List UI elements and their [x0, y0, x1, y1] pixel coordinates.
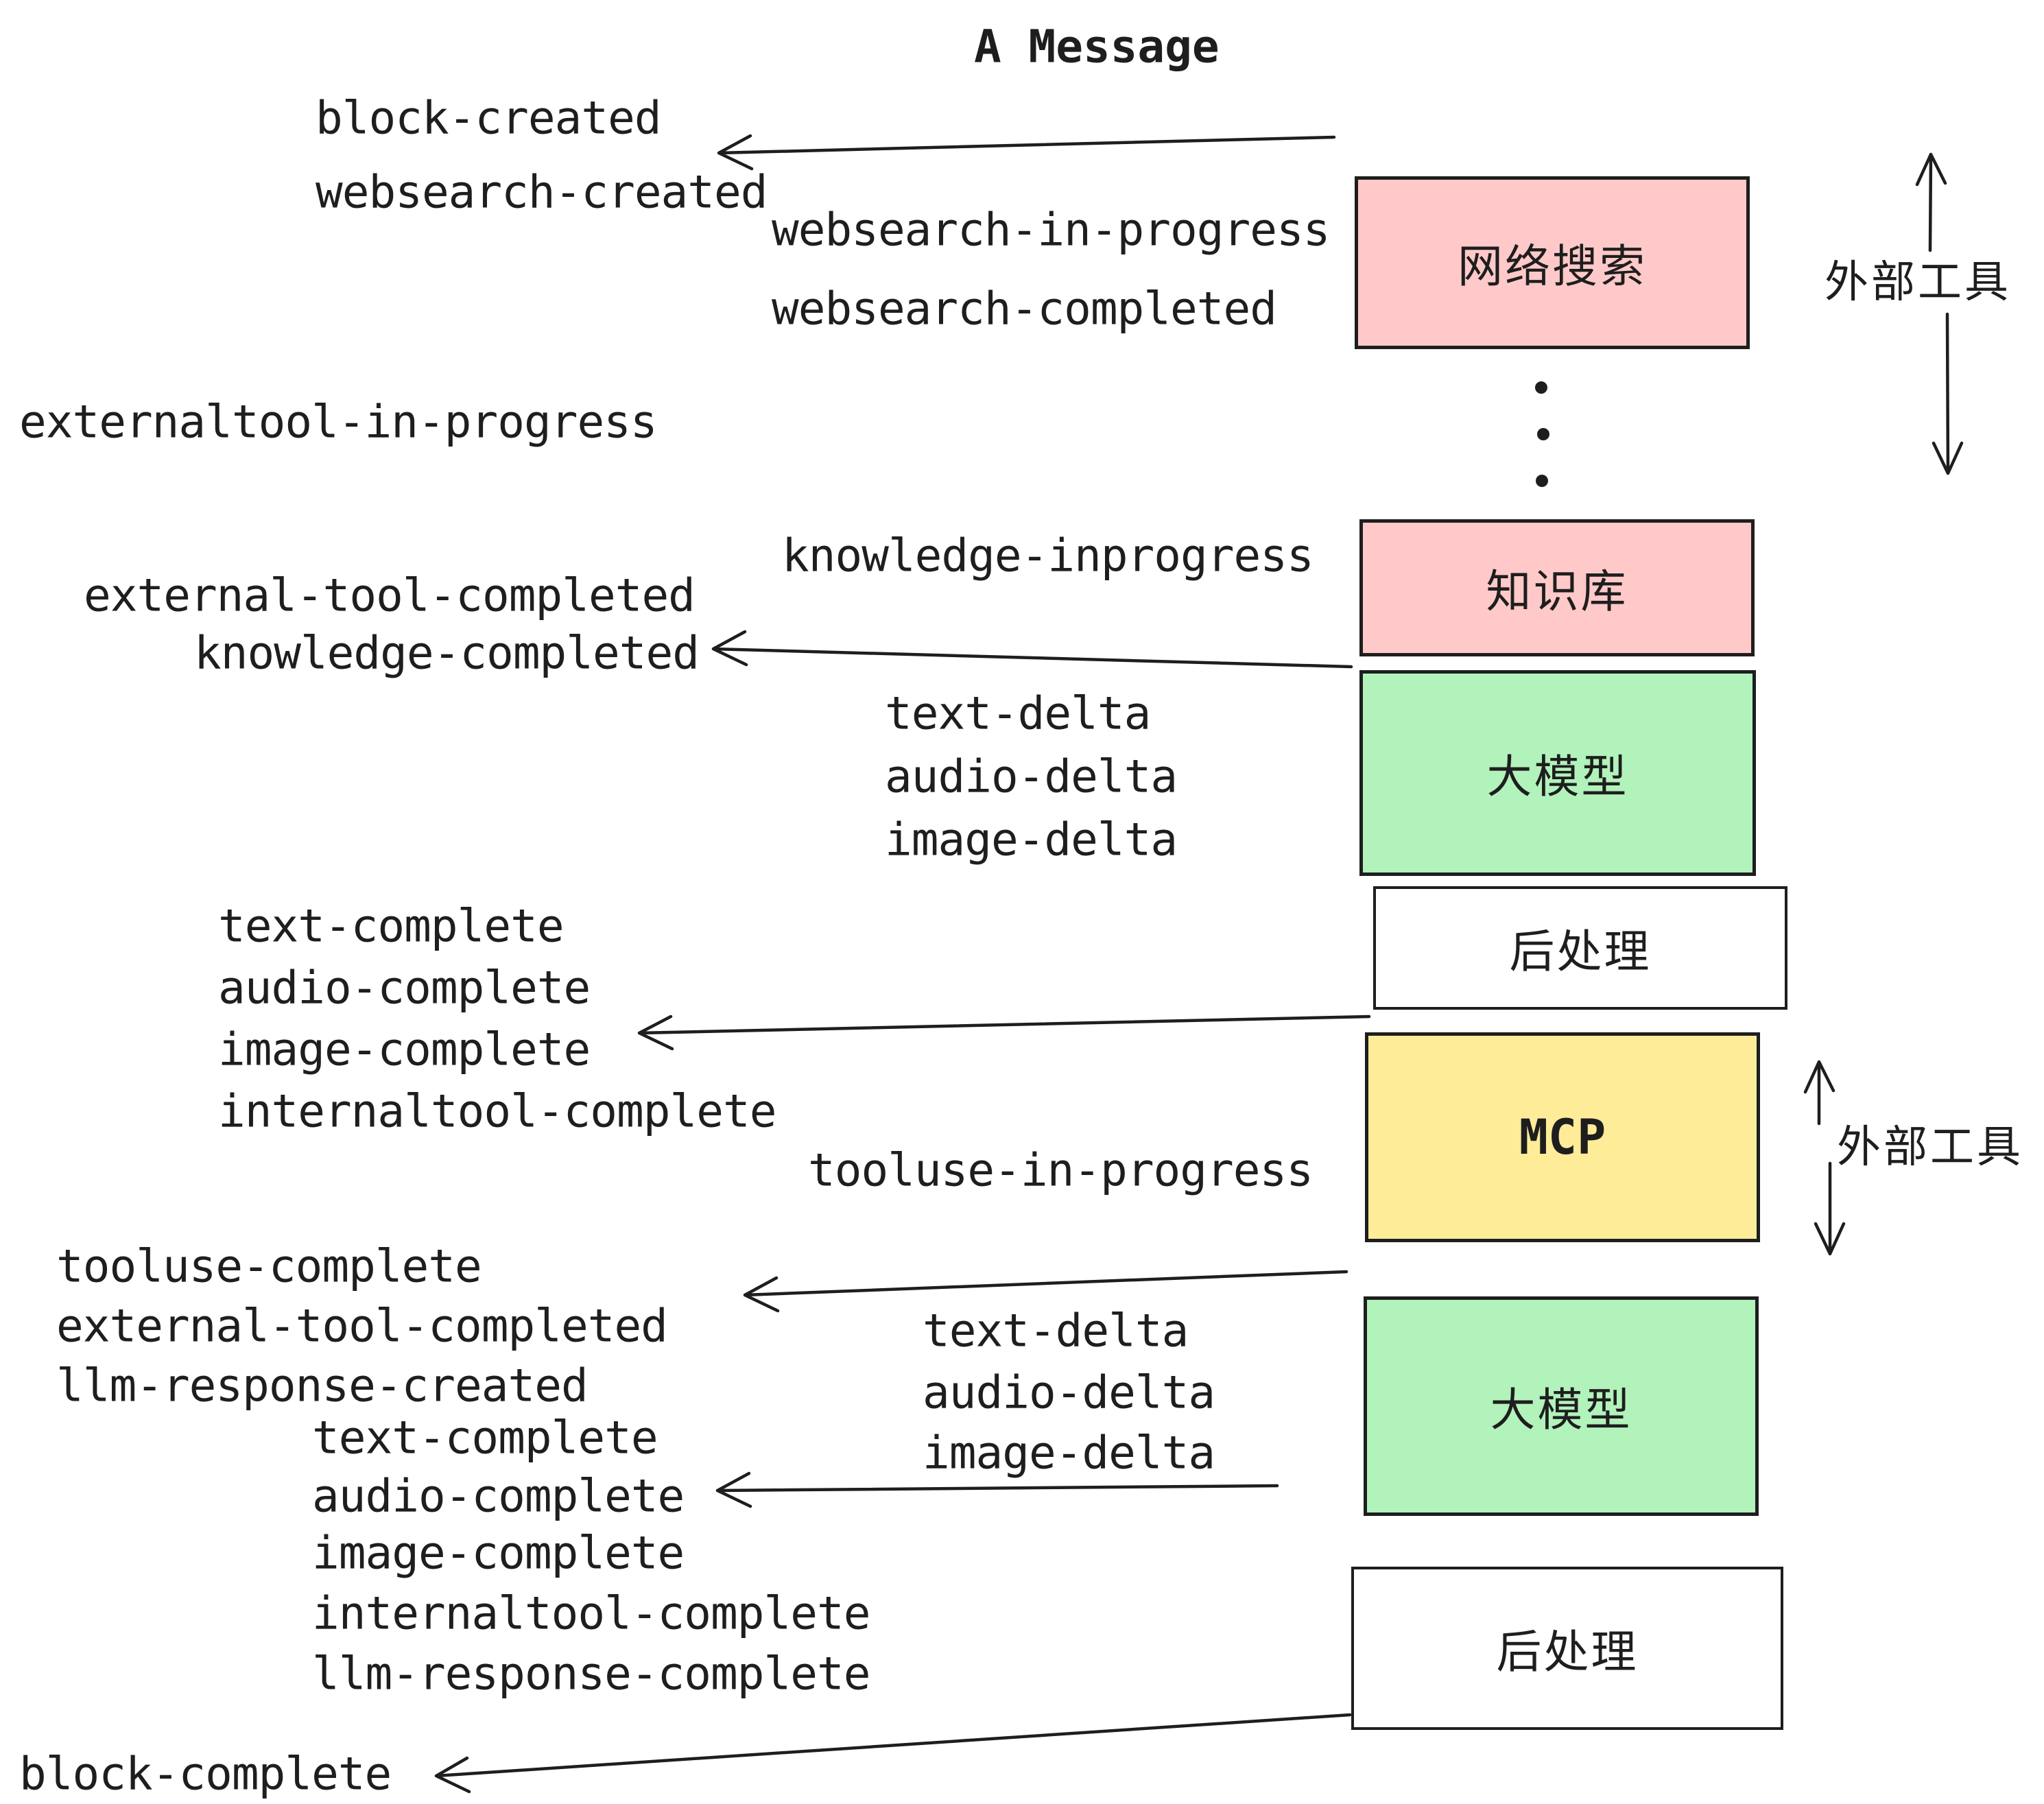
event-internaltool-complete-2: internaltool-complete — [312, 1587, 870, 1640]
arrow-llm1-to-complete — [637, 1014, 1371, 1051]
event-tooluse-in-progress: tooluse-in-progress — [808, 1143, 1314, 1197]
box-websearch: 网络搜索 — [1355, 176, 1750, 349]
ellipsis-dot-3 — [1536, 475, 1548, 487]
event-text-delta-1: text-delta — [885, 687, 1151, 740]
event-audio-delta-2: audio-delta — [923, 1366, 1215, 1419]
ellipsis-dot-1 — [1535, 381, 1547, 394]
arrow-external-tools-1-down — [1932, 312, 1964, 475]
box-llm-1: 大模型 — [1359, 670, 1756, 876]
event-text-complete-1: text-complete — [218, 899, 565, 953]
event-internaltool-complete-1: internaltool-complete — [218, 1084, 776, 1138]
event-text-complete-2: text-complete — [312, 1411, 658, 1464]
event-externaltool-in-progress: externaltool-in-progress — [19, 395, 658, 449]
box-llm-2: 大模型 — [1364, 1296, 1759, 1516]
diagram-title: A Message — [974, 20, 1220, 73]
event-block-created: block-created — [316, 91, 662, 145]
box-postprocess-1: 后处理 — [1373, 886, 1787, 1010]
event-llm-response-created: llm-response-created — [56, 1359, 589, 1412]
event-knowledge-completed: knowledge-completed — [194, 626, 700, 680]
event-knowledge-inprogress: knowledge-inprogress — [782, 529, 1314, 582]
event-image-delta-2: image-delta — [923, 1426, 1215, 1480]
arrow-external-tools-2-down — [1814, 1161, 1846, 1256]
event-audio-complete-2: audio-complete — [312, 1469, 685, 1523]
arrow-external-tools-1-up — [1915, 152, 1947, 252]
event-image-complete-1: image-complete — [218, 1023, 591, 1076]
arrow-knowledge-to-completed — [711, 630, 1353, 669]
event-llm-response-complete: llm-response-complete — [312, 1647, 870, 1700]
arrow-external-tools-2-up — [1803, 1060, 1835, 1126]
box-postprocess-2: 后处理 — [1351, 1567, 1783, 1730]
event-audio-delta-1: audio-delta — [885, 750, 1178, 803]
event-external-tool-completed-2: external-tool-completed — [56, 1299, 668, 1353]
box-mcp: MCP — [1365, 1032, 1760, 1242]
ellipsis-dot-2 — [1537, 428, 1549, 440]
event-tooluse-complete: tooluse-complete — [56, 1239, 482, 1293]
event-image-complete-2: image-complete — [312, 1526, 685, 1580]
event-websearch-in-progress: websearch-in-progress — [772, 203, 1330, 257]
event-audio-complete-1: audio-complete — [218, 961, 591, 1014]
event-websearch-completed: websearch-completed — [772, 282, 1277, 335]
label-external-tools-2: 外部工具 — [1837, 1122, 2023, 1173]
box-knowledge: 知识库 — [1359, 519, 1755, 656]
event-image-delta-1: image-delta — [885, 813, 1178, 866]
event-text-delta-2: text-delta — [923, 1304, 1189, 1357]
event-websearch-created: websearch-created — [316, 165, 768, 219]
arrow-websearch-to-created — [717, 134, 1336, 171]
arrow-post2-to-block-complete — [434, 1713, 1352, 1794]
event-block-complete: block-complete — [19, 1747, 392, 1801]
event-external-tool-completed-1: external-tool-completed — [84, 569, 696, 622]
label-external-tools-1: 外部工具 — [1825, 257, 2011, 308]
